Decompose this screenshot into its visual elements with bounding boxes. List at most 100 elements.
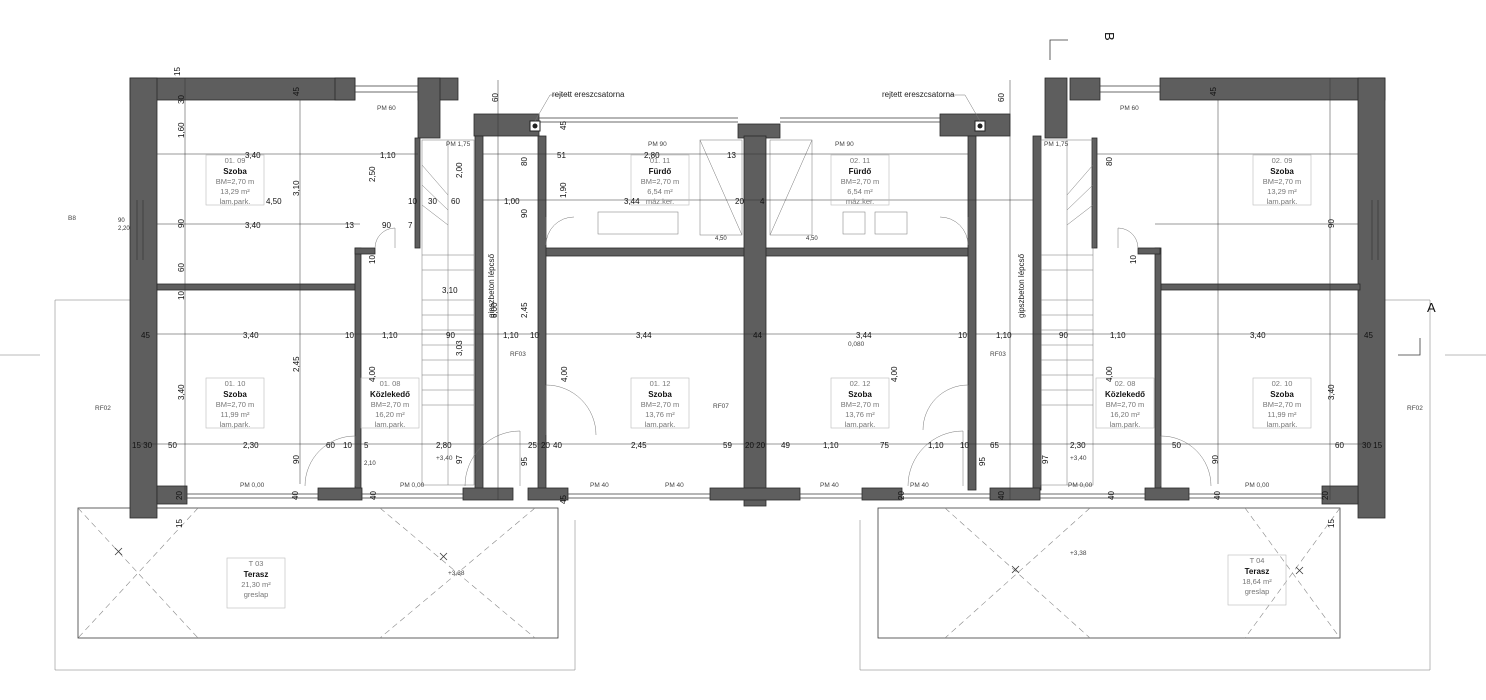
- room-line1: BM=2,70 m: [841, 400, 880, 409]
- dim: 20: [541, 441, 550, 450]
- section-b-label: B: [1102, 32, 1117, 41]
- room-line2: 6,54 m²: [847, 187, 873, 196]
- room-line1: BM=2,70 m: [371, 400, 410, 409]
- room-line2: greslap: [244, 590, 269, 599]
- room-line3: lam.park.: [1267, 420, 1298, 429]
- room-line3: máz.ker.: [846, 197, 874, 206]
- walls: [129, 77, 1386, 519]
- dim: 1,10: [1110, 331, 1126, 340]
- room-line2: 6,54 m²: [647, 187, 673, 196]
- terrace-right: [877, 507, 1341, 639]
- dim: 90: [118, 218, 125, 224]
- pm175-right: PM 1,75: [1044, 141, 1069, 148]
- room-name: Szoba: [848, 390, 872, 399]
- dim: 10: [1129, 255, 1138, 264]
- dim: 40: [291, 491, 300, 500]
- pm000-3: PM 0,00: [1068, 482, 1093, 489]
- dim: 10: [368, 255, 377, 264]
- dim: 90: [1059, 331, 1068, 340]
- dim: 60: [177, 263, 186, 272]
- room-name: Közlekedő: [1105, 390, 1145, 399]
- dim: 60: [451, 197, 460, 206]
- dim: 3,44: [636, 331, 652, 340]
- dim: 4,00: [560, 366, 569, 382]
- level-mark-4: +3,38: [1070, 550, 1087, 557]
- dim: 3,44: [856, 331, 872, 340]
- dim: 15 30: [132, 441, 153, 450]
- level-mark-3: +3,38: [448, 570, 465, 577]
- dim: 3,44: [624, 197, 640, 206]
- dim: 40: [1213, 491, 1222, 500]
- room-line3: lam.park.: [375, 420, 406, 429]
- pm000-1: PM 0,00: [240, 482, 265, 489]
- room-line3: lam.park.: [645, 420, 676, 429]
- dim: 10: [958, 331, 967, 340]
- dim: 4: [760, 197, 765, 206]
- gutter-label-left: rejtett ereszcsatorna: [552, 90, 625, 99]
- level-mark-1: +3,40: [436, 455, 453, 462]
- room-line3: lam.park.: [220, 420, 251, 429]
- dim: 3,40: [177, 384, 186, 400]
- site-outline: [0, 39, 1486, 671]
- dim: 13: [727, 151, 736, 160]
- room-line2: greslap: [1245, 587, 1270, 596]
- dim: 44: [753, 331, 762, 340]
- dim: 7: [408, 221, 413, 230]
- dim: 2,00: [455, 162, 464, 178]
- dim: 13: [345, 221, 354, 230]
- dim: 3,10: [292, 180, 301, 196]
- dim: 1,10: [382, 331, 398, 340]
- dim: 2,50: [368, 166, 377, 182]
- room-id: T 03: [249, 559, 264, 568]
- dim: 40: [369, 491, 378, 500]
- dim: 1,90: [559, 182, 568, 198]
- bathroom-fixtures: [597, 139, 908, 236]
- room-line1: BM=2,70 m: [641, 400, 680, 409]
- dim: 3,40: [245, 151, 261, 160]
- room-id: T 04: [1250, 556, 1265, 565]
- dim: 4,00: [1105, 366, 1114, 382]
- room-line3: lam.park.: [1110, 420, 1141, 429]
- dim: 90: [1327, 219, 1336, 228]
- dim: 59: [723, 441, 732, 450]
- dimension-lines: [140, 78, 1372, 500]
- dim: 30: [428, 197, 437, 206]
- dim: 40: [1107, 491, 1116, 500]
- gutter-markers: [529, 94, 986, 132]
- dim: 30 15: [1362, 441, 1383, 450]
- dim: 45: [559, 121, 568, 130]
- b8-marker: B8: [68, 215, 76, 222]
- dim: 10: [530, 331, 539, 340]
- room-line1: BM=2,70 m: [841, 177, 880, 186]
- room-name: Közlekedő: [370, 390, 410, 399]
- dim: 2,80: [644, 151, 660, 160]
- room-id: 01. 09: [225, 156, 246, 165]
- dim: 3,40: [1327, 384, 1336, 400]
- room-label-box: [1252, 154, 1312, 206]
- pm60-right: PM 60: [1120, 105, 1139, 112]
- room-id: 01. 11: [650, 156, 670, 165]
- room-line1: BM=2,70 m: [1106, 400, 1145, 409]
- dim: 60: [491, 93, 500, 102]
- room-id: 01. 08: [380, 379, 401, 388]
- room-line1: BM=2,70 m: [216, 400, 255, 409]
- dim: 20: [175, 491, 184, 500]
- pm40-1: PM 40: [590, 482, 609, 489]
- dim: 20: [735, 197, 744, 206]
- pm90-left: PM 90: [648, 141, 667, 148]
- dim: 1,10: [928, 441, 944, 450]
- room-line2: 16,20 m²: [1110, 410, 1140, 419]
- dim: 20: [897, 491, 906, 500]
- dim: 2,45: [292, 356, 301, 372]
- dim: 45: [1364, 331, 1373, 340]
- pm40-4: PM 40: [910, 482, 929, 489]
- dim: 90: [177, 219, 186, 228]
- dim: 4,50: [715, 236, 727, 242]
- section-a-label: A: [1427, 300, 1436, 315]
